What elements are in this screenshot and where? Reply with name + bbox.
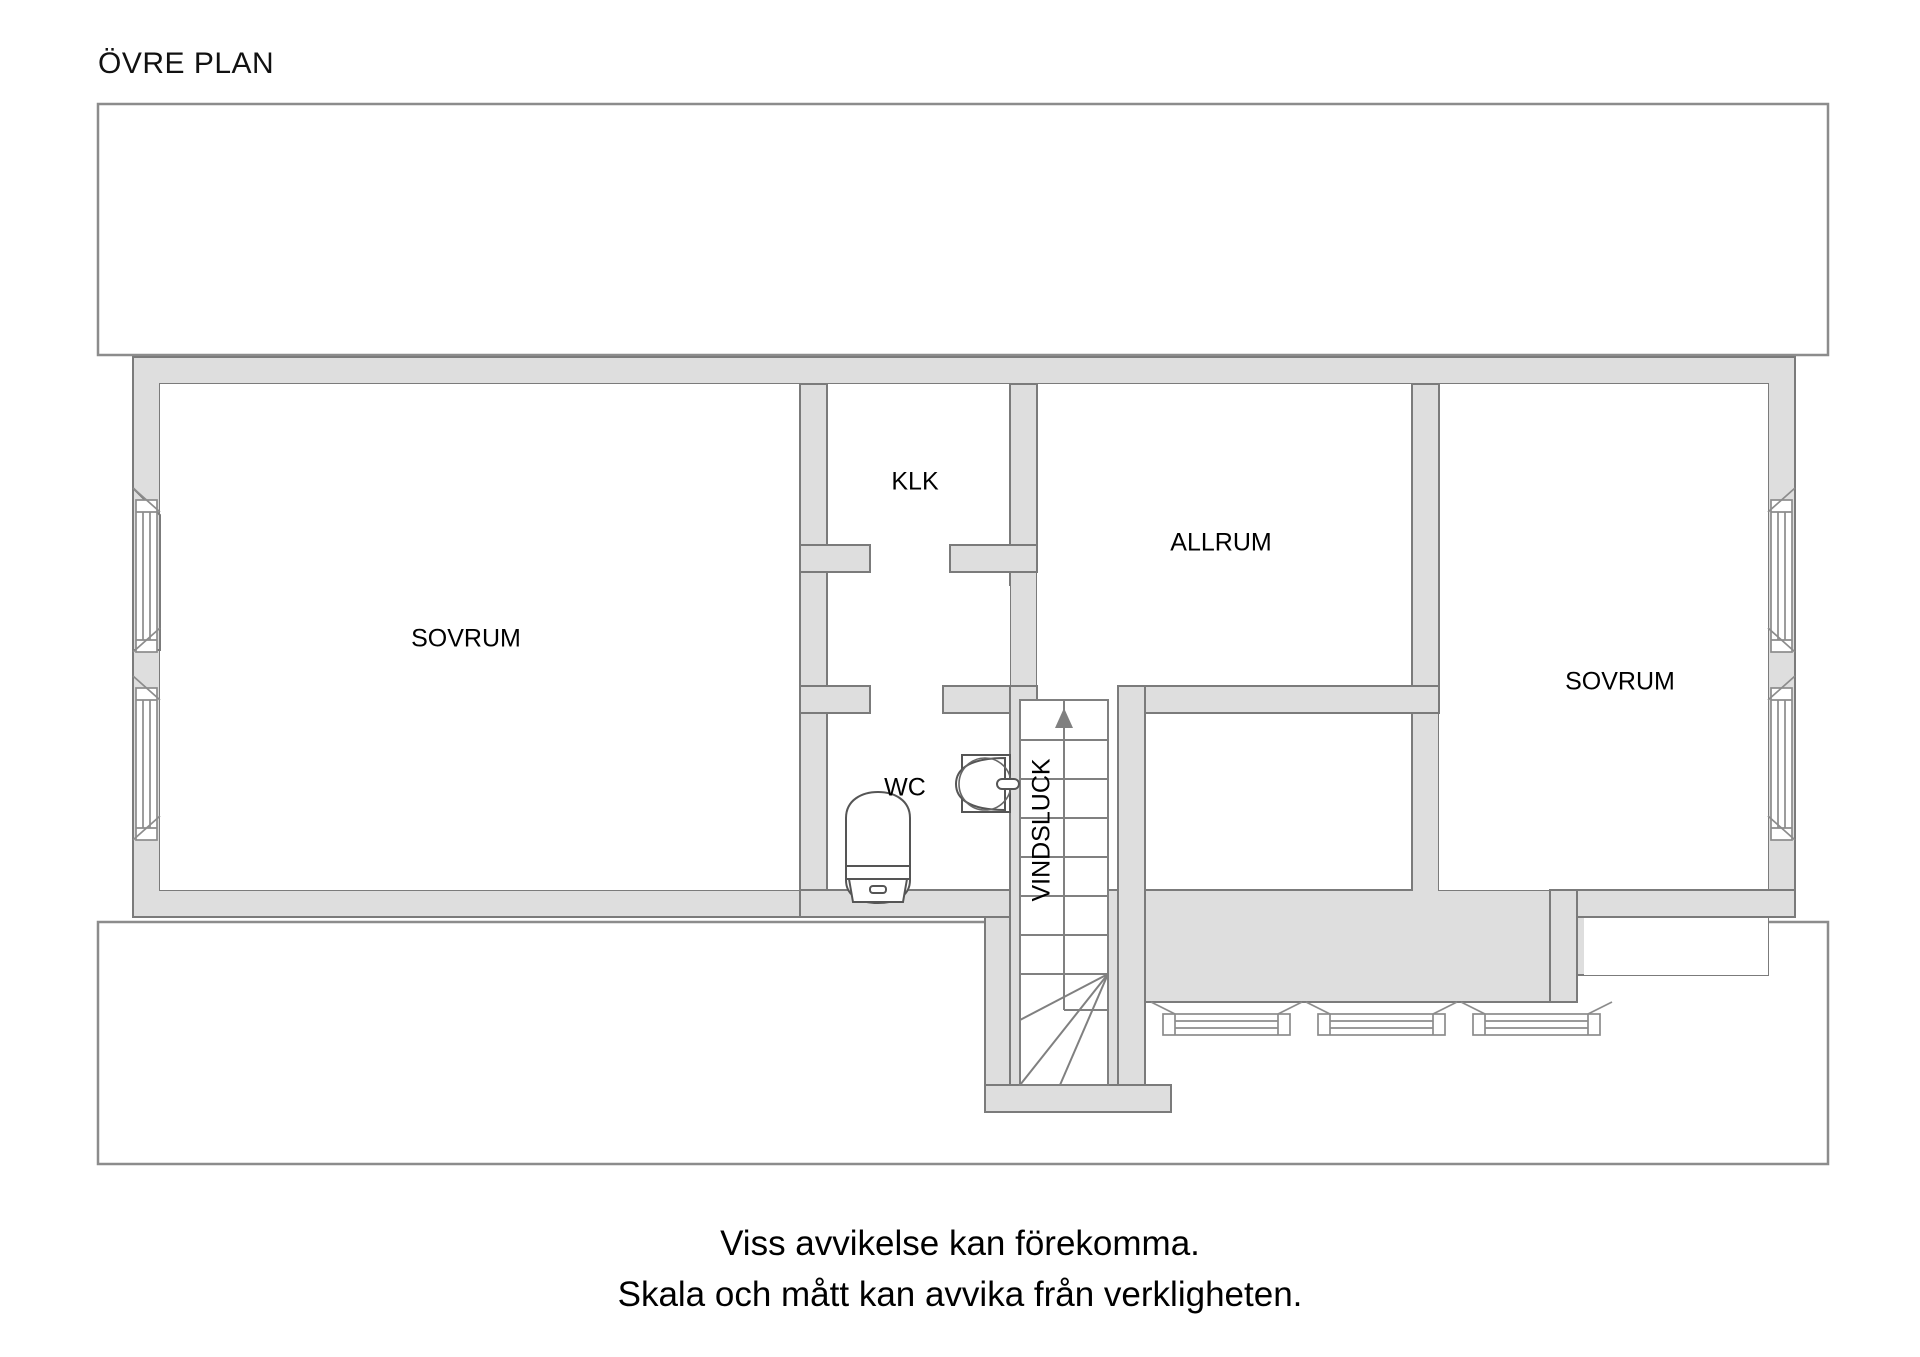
annotation-vindsluck: VINDSLUCK bbox=[1028, 758, 1056, 901]
wc-door-jamb-left bbox=[799, 685, 871, 714]
faucet-icon bbox=[996, 778, 1020, 790]
footer-line-1: Viss avvikelse kan förekomma. bbox=[720, 1224, 1200, 1263]
room-label-sovrum-right: SOVRUM bbox=[1565, 668, 1675, 696]
window-bottom-1 bbox=[1150, 1001, 1303, 1036]
window-left-lower bbox=[132, 675, 161, 841]
footer-disclaimer: Viss avvikelse kan förekomma. Skala och … bbox=[0, 1218, 1920, 1320]
page-title: ÖVRE PLAN bbox=[98, 47, 275, 80]
room-klk bbox=[827, 384, 1010, 559]
room-label-klk: KLK bbox=[891, 468, 939, 496]
partition-allrum-sovrum-right bbox=[1411, 383, 1440, 703]
footer-line-2: Skala och mått kan avvika från verklighe… bbox=[617, 1275, 1303, 1314]
toilet-icon bbox=[845, 790, 911, 905]
washbasin-icon bbox=[954, 754, 1020, 813]
wc-bottom-wall bbox=[799, 889, 1038, 918]
klk-door-jamb-left bbox=[799, 544, 871, 573]
room-sovrum-right bbox=[1439, 384, 1768, 975]
window-bottom-2 bbox=[1305, 1001, 1458, 1036]
partition-klk-allrum bbox=[1009, 383, 1038, 560]
window-right-lower bbox=[1767, 675, 1796, 841]
allrum-south-wall bbox=[1117, 685, 1440, 714]
room-label-wc: WC bbox=[884, 774, 926, 802]
stair-bottom-wall bbox=[984, 1084, 1172, 1113]
sovrum-right-notch-return bbox=[1549, 889, 1578, 1003]
floor-plan-drawing: VINDSLUCK bbox=[96, 102, 1830, 1166]
room-allrum bbox=[1037, 384, 1412, 702]
sovrum-right-notch-wall bbox=[1549, 889, 1796, 918]
klk-door-jamb-right bbox=[949, 544, 1038, 573]
window-left-upper bbox=[132, 485, 161, 653]
staircase bbox=[1019, 699, 1109, 1086]
roof-outline-top bbox=[96, 102, 1830, 357]
stair-wall-right bbox=[1117, 685, 1146, 1113]
room-label-sovrum-left: SOVRUM bbox=[411, 625, 521, 653]
window-right-upper bbox=[1767, 487, 1796, 653]
stair-direction-arrow bbox=[1055, 708, 1073, 728]
window-bottom-3 bbox=[1460, 1001, 1613, 1036]
partition-sovrum-left bbox=[799, 383, 828, 891]
room-label-allrum: ALLRUM bbox=[1170, 529, 1271, 557]
room-sovrum-left bbox=[160, 384, 800, 890]
